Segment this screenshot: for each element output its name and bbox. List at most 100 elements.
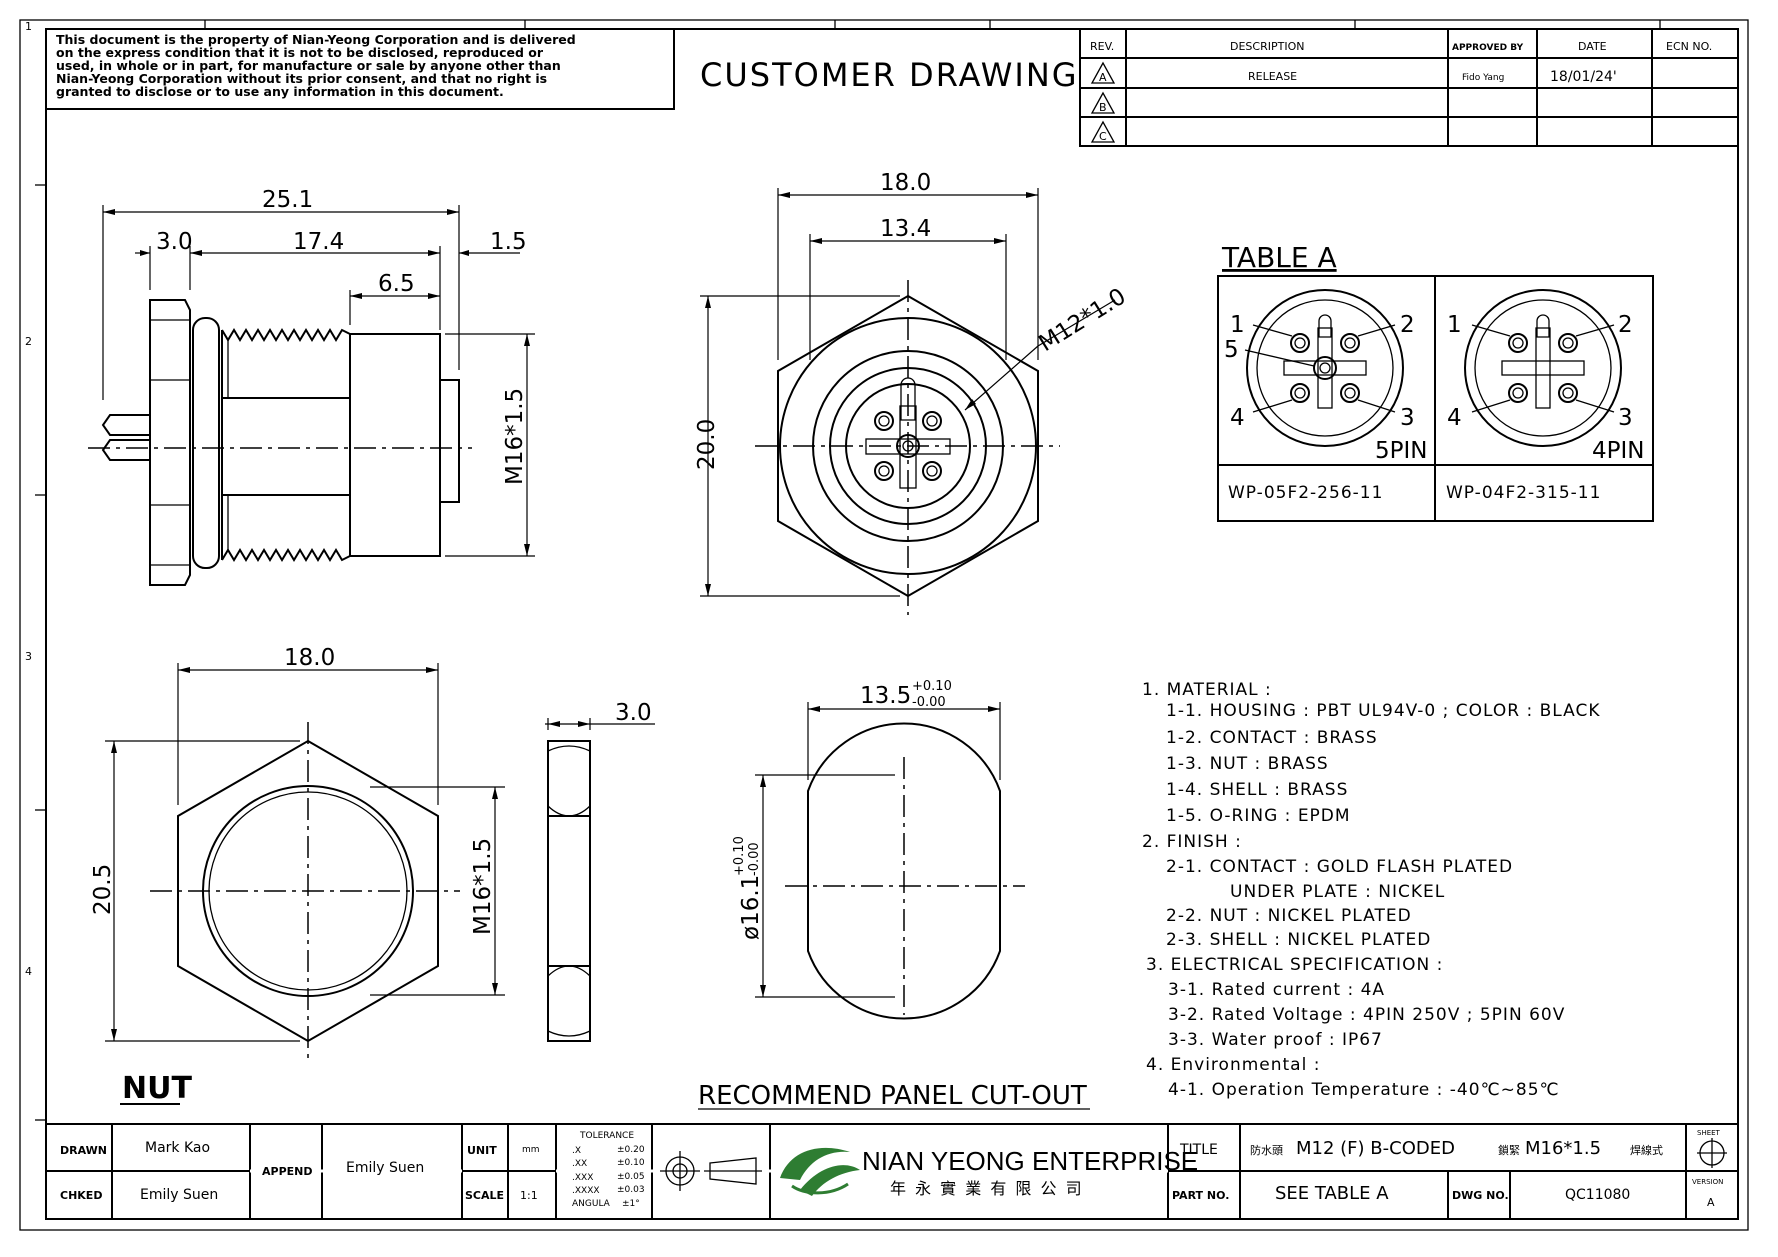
note-line: UNDER PLATE : NICKEL [1230, 882, 1445, 902]
note-line: 4-1. Operation Temperature : -40℃~85℃ [1168, 1080, 1560, 1100]
pin-label: 4 [1230, 405, 1245, 431]
note-line: 2. FINISH : [1142, 832, 1242, 852]
dim-cutout-width-tol-minus: -0.00 [912, 695, 946, 710]
checked-label: CHKED [60, 1189, 102, 1202]
rev-triangle-icon [1090, 120, 1116, 143]
tolerance-label: TOLERANCE [579, 1131, 634, 1141]
note-line: 2-3. SHELL : NICKEL PLATED [1166, 930, 1431, 950]
dwg-value: QC11080 [1565, 1187, 1630, 1203]
nut-caption: NUT [122, 1071, 192, 1106]
note-line: 1-1. HOUSING : PBT UL94V-0 ; COLOR : BLA… [1166, 701, 1601, 721]
dim-side-tip: 1.5 [490, 229, 527, 255]
notice-line: used, in whole or in part, for manufactu… [56, 58, 561, 73]
rev-a-approved: Fido Yang [1462, 73, 1504, 83]
tol-value: ±0.05 [617, 1172, 645, 1182]
tol-key: .XX [572, 1159, 587, 1169]
approved-header: APPROVED BY [1452, 43, 1524, 53]
side-view [88, 299, 472, 586]
rev-header: REV. [1090, 40, 1114, 53]
notice-line: on the express condition that it is not … [56, 45, 544, 60]
dim-front-height: 20.0 [694, 419, 720, 470]
title-block: DRAWN Mark Kao CHKED Emily Suen APPEND E… [45, 1123, 1739, 1220]
dim-nut-thread: M16*1.5 [470, 838, 496, 935]
panel-cutout-view [785, 722, 1025, 1020]
part-value: SEE TABLE A [1275, 1183, 1389, 1204]
pin-label: 5 [1224, 337, 1239, 363]
pin-label: 2 [1618, 312, 1633, 338]
variant-label-5pin: 5PIN [1375, 438, 1428, 464]
tol-key: .XXX [572, 1173, 593, 1183]
tol-key: ANGULA [572, 1199, 611, 1209]
notice-line: Nian-Yeong Corporation without its prior… [56, 71, 547, 86]
dim-side-total: 25.1 [262, 187, 313, 213]
append-value: Emily Suen [346, 1160, 424, 1176]
pin-label: 1 [1447, 312, 1462, 338]
notice-line: granted to disclose or to use any inform… [56, 84, 504, 99]
dim-cutout-width-tol-plus: +0.10 [912, 679, 952, 694]
dim-side-thread-length: 17.4 [293, 229, 344, 255]
scale-value: 1:1 [520, 1189, 538, 1202]
note-line: 3. ELECTRICAL SPECIFICATION : [1146, 955, 1443, 975]
tol-key: .XXXX [572, 1186, 600, 1196]
rev-a-description: RELEASE [1248, 70, 1297, 83]
note-line: 1-4. SHELL : BRASS [1166, 780, 1348, 800]
description-header: DESCRIPTION [1230, 40, 1304, 53]
border-number-1: 1 [25, 20, 32, 33]
pinout-4pin: 1 2 3 4 4PIN WP-04F2-315-11 [1446, 289, 1645, 503]
dim-front-callout: M12*1.0 [1034, 284, 1130, 358]
note-line: 3-2. Rated Voltage : 4PIN 250V ; 5PIN 60… [1168, 1005, 1565, 1025]
table-a: 1 2 3 4 5 5PIN WP-05F2-256-11 1 2 3 [1217, 275, 1654, 522]
note-line: 2-1. CONTACT : GOLD FLASH PLATED [1166, 857, 1513, 877]
ecn-header: ECN NO. [1666, 40, 1712, 53]
note-line: 3-1. Rated current : 4A [1168, 980, 1385, 1000]
dim-front-inner: 13.4 [880, 216, 931, 242]
notice-text: This document is the property of Nian-Ye… [56, 32, 576, 99]
dim-nut-thickness: 3.0 [615, 700, 652, 726]
projection-symbol-icon [660, 1151, 762, 1191]
unit-label: UNIT [467, 1144, 497, 1157]
nut-view [150, 722, 591, 1060]
pin-label: 4 [1447, 405, 1462, 431]
company-name: NIAN YEONG ENTERPRISE [862, 1146, 1198, 1176]
pinout-5pin: 1 2 3 4 5 5PIN WP-05F2-256-11 [1224, 289, 1428, 503]
drawn-value: Mark Kao [145, 1140, 210, 1156]
revision-table: REV. DESCRIPTION APPROVED BY DATE ECN NO… [1079, 28, 1739, 147]
rev-triangle-icon [1090, 91, 1116, 114]
version-label: VERSION [1692, 1178, 1723, 1186]
note-line: 1-2. CONTACT : BRASS [1166, 728, 1378, 748]
checked-value: Emily Suen [140, 1187, 218, 1203]
cutout-caption: RECOMMEND PANEL CUT-OUT [698, 1081, 1087, 1111]
rev-a-date: 18/01/24' [1550, 69, 1617, 85]
sheet-symbol-icon [1697, 1138, 1727, 1168]
pin-label: 3 [1618, 405, 1633, 431]
variant-label-4pin: 4PIN [1592, 438, 1645, 464]
dim-cutout-dia-tol-plus: +0.10 [732, 836, 747, 876]
title-label: TITLE [1179, 1142, 1218, 1158]
note-line: 1-5. O-RING : EPDM [1166, 806, 1351, 826]
border-number-3: 3 [25, 650, 32, 663]
tol-key: .X [572, 1146, 581, 1156]
sheet-label: SHEET [1697, 1129, 1721, 1137]
border-ticks [35, 20, 1661, 1121]
dim-cutout-diameter: ø16.1 [738, 875, 764, 940]
drawing-title: CUSTOMER DRAWING [700, 56, 1079, 94]
panel-cutout-dimensions: 13.5 +0.10 -0.00 ø16.1 +0.10 -0.00 [732, 679, 1001, 998]
note-line: 1. MATERIAL : [1142, 680, 1272, 700]
tol-value: ±0.03 [617, 1185, 645, 1195]
note-line: 2-2. NUT : NICKEL PLATED [1166, 906, 1412, 926]
notice-line: This document is the property of Nian-Ye… [56, 32, 576, 47]
part-5pin: WP-05F2-256-11 [1228, 483, 1383, 503]
rev-triangle-icon [1090, 61, 1116, 84]
note-line: 3-3. Water proof : IP67 [1168, 1030, 1383, 1050]
title-thread: M16*1.5 [1525, 1138, 1601, 1159]
dim-side-thread: M16*1.5 [502, 388, 528, 485]
unit-value: mm [522, 1145, 540, 1155]
dim-cutout-width: 13.5 [860, 683, 911, 709]
notice-box [45, 28, 675, 110]
append-label: APPEND [262, 1165, 313, 1178]
front-view-dimensions: 18.0 13.4 20.0 M12*1.0 [694, 170, 1131, 597]
outer-border [19, 19, 1749, 1231]
dwg-label: DWG NO. [1452, 1189, 1509, 1202]
title-cn-1: 防水頭 [1250, 1143, 1283, 1157]
nut-dimensions: 18.0 20.5 M16*1.5 3.0 [90, 645, 655, 1042]
